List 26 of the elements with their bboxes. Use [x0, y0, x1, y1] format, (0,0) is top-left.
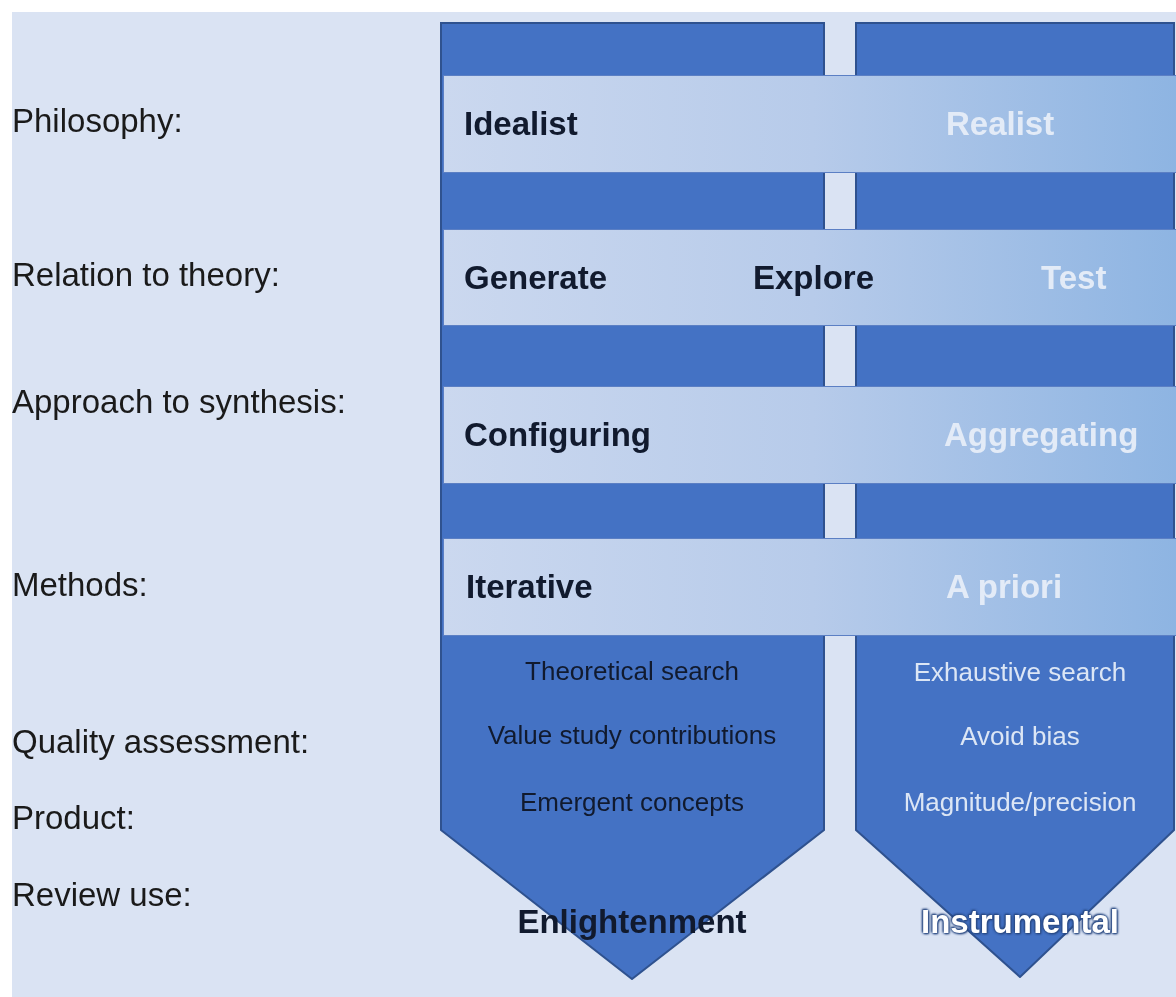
- panel-text: Emergent concepts: [520, 786, 744, 818]
- band-label: Test: [1041, 258, 1107, 297]
- band-label: Iterative: [466, 568, 593, 606]
- gradient-band: [443, 386, 1176, 484]
- panel-text: Value study contributions: [487, 719, 777, 751]
- row-label: Quality assessment:: [12, 723, 310, 761]
- gradient-band: [443, 538, 1176, 636]
- band-label: Aggregating: [944, 416, 1139, 454]
- row-label: Relation to theory:: [12, 256, 280, 294]
- panel-text: Magnitude/precision: [903, 786, 1137, 818]
- row-label: Philosophy:: [12, 102, 183, 140]
- band-label: Configuring: [464, 416, 651, 454]
- gradient-band: [443, 229, 1176, 326]
- row-label: Methods:: [12, 566, 148, 604]
- band-label: Explore: [753, 258, 875, 297]
- panel-text: Theoretical search: [525, 655, 739, 687]
- row-label: Approach to synthesis:: [12, 383, 346, 421]
- panel-text: Avoid bias: [960, 720, 1080, 752]
- band-label: Realist: [946, 105, 1055, 143]
- band-label: Generate: [464, 258, 608, 297]
- gradient-band: [443, 75, 1176, 173]
- row-label: Review use:: [12, 876, 192, 914]
- row-label: Product:: [12, 799, 135, 837]
- band-label: A priori: [946, 568, 1063, 606]
- panel-text: Exhaustive search: [913, 656, 1127, 688]
- band-label: Idealist: [464, 105, 578, 143]
